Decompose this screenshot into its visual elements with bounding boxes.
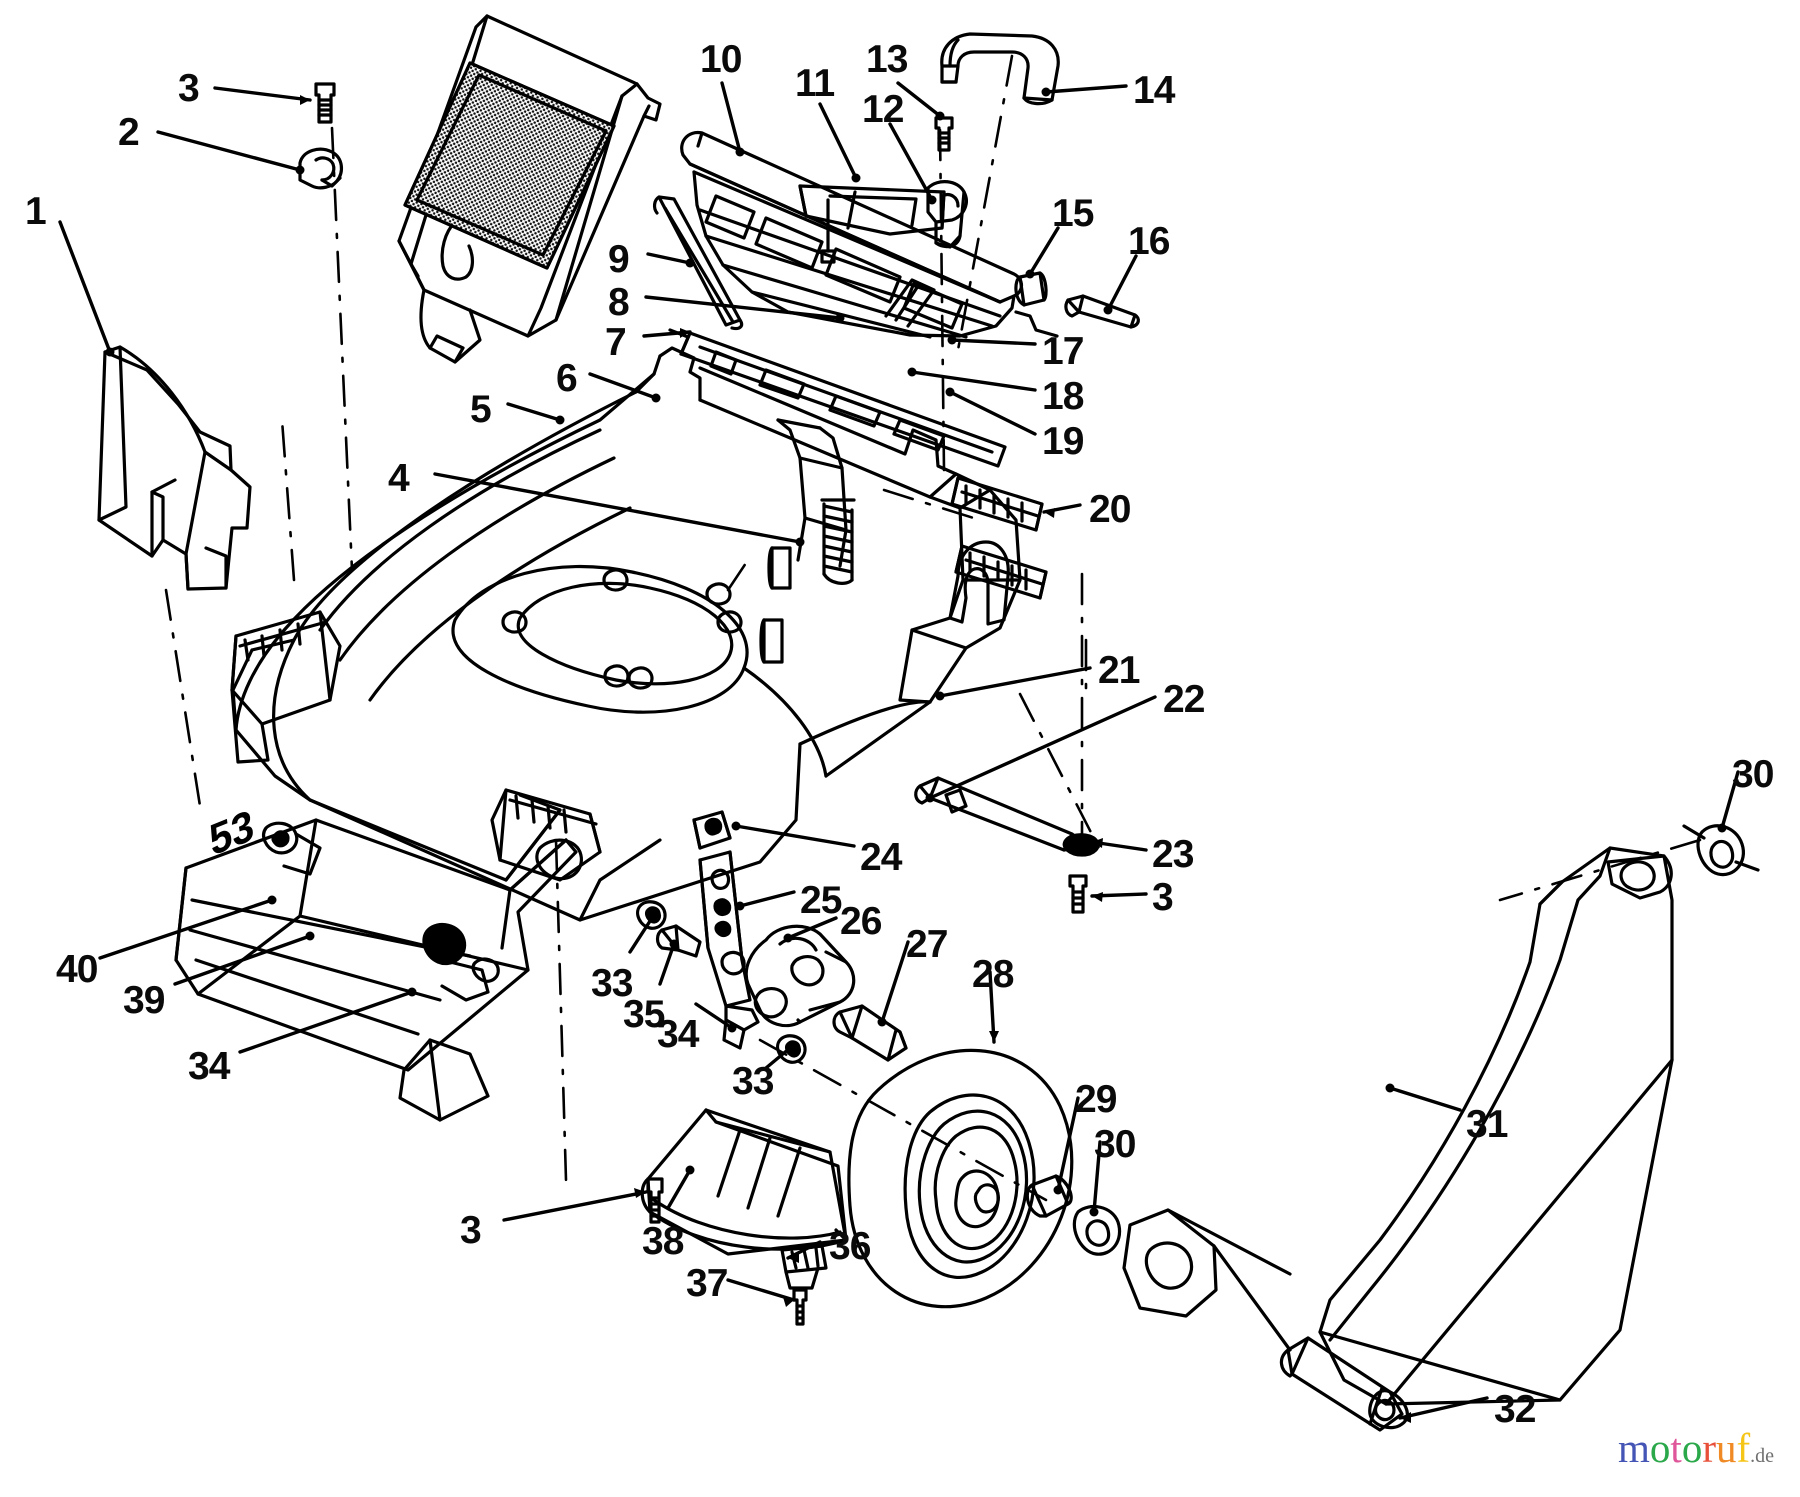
- part-side-chute-31: [1318, 846, 1674, 1406]
- callout-38: 38: [642, 1220, 684, 1263]
- watermark-letter-r: r: [1702, 1425, 1716, 1471]
- callout-14: 14: [1133, 69, 1175, 112]
- callout-2: 2: [118, 111, 140, 154]
- part-wheel-28: [847, 1048, 1074, 1309]
- watermark-letter-o1: o: [1649, 1425, 1671, 1471]
- part-rod-bracket: [1014, 310, 1059, 338]
- part-wheel-bracket-26: [744, 924, 856, 1028]
- callout-1: 1: [25, 190, 47, 233]
- assembly-axis-lines: [164, 54, 1702, 1202]
- callout-39: 39: [123, 979, 165, 1022]
- callout-6: 6: [556, 357, 578, 400]
- callout-4: 4: [388, 457, 410, 500]
- callout-7: 7: [605, 321, 627, 364]
- part-bracket-block-24: [692, 810, 732, 850]
- callout-19: 19: [1042, 420, 1084, 463]
- part-spacer-29: [1025, 1174, 1073, 1218]
- callout-24: 24: [860, 836, 902, 879]
- part-bumper-pad-lower: [954, 544, 1048, 600]
- callout-3-top: 3: [178, 67, 200, 110]
- part-plate-post: [820, 249, 836, 264]
- part-bag-frame-and-screw: [298, 82, 343, 190]
- callout-34-center: 34: [657, 1013, 699, 1056]
- callout-37: 37: [686, 1262, 728, 1305]
- part-bolt-3-right: [1068, 874, 1088, 914]
- callout-5: 5: [470, 388, 492, 431]
- part-chute-bracket-arm: [1122, 1208, 1292, 1352]
- leader-lines: [58, 81, 1740, 1423]
- part-deck-bumper-front: [490, 788, 602, 882]
- watermark-letter-f: f: [1736, 1425, 1751, 1471]
- part-rear-door-frame: [680, 130, 1024, 339]
- watermark-letter-u: u: [1715, 1425, 1737, 1471]
- callout-33-right: 33: [732, 1060, 774, 1103]
- watermark-suffix: .de: [1750, 1445, 1775, 1467]
- part-deck-bumper-left: [230, 610, 342, 764]
- part-bolt-3-center: [646, 1177, 664, 1224]
- watermark-letter-o2: o: [1681, 1425, 1703, 1471]
- part-deck-hinge-rod: [679, 331, 1007, 468]
- callout-3-right: 3: [1152, 876, 1174, 919]
- part-lever-arm-25: [698, 850, 760, 1032]
- watermark-letter-t: t: [1670, 1425, 1682, 1471]
- callout-30-right: 30: [1732, 753, 1774, 796]
- part-axle-bolt-27: [832, 1004, 908, 1062]
- callout-36: 36: [829, 1225, 871, 1268]
- callout-8: 8: [608, 281, 630, 324]
- callout-28: 28: [972, 953, 1014, 996]
- part-washer-30-left: [1072, 1204, 1122, 1256]
- callout-31: 31: [1466, 1103, 1508, 1146]
- part-pivot-knuckle: [926, 180, 968, 249]
- callout-3-bottom: 3: [460, 1209, 482, 1252]
- part-clevis-pin: [1064, 294, 1140, 329]
- callout-18: 18: [1042, 375, 1084, 418]
- callout-23: 23: [1152, 833, 1194, 876]
- callout-34-left: 34: [188, 1045, 230, 1088]
- callout-11: 11: [795, 62, 835, 105]
- callout-12: 12: [862, 88, 904, 131]
- callout-21: 21: [1098, 649, 1140, 692]
- part-rear-deflector-plate: [798, 184, 946, 236]
- callout-9: 9: [608, 238, 630, 281]
- callout-35: 35: [623, 993, 665, 1036]
- callout-15: 15: [1052, 192, 1094, 235]
- callout-22: 22: [1163, 678, 1205, 721]
- callout-29: 29: [1075, 1078, 1117, 1121]
- callout-27: 27: [906, 923, 948, 966]
- callout-40: 40: [56, 948, 98, 991]
- part-spring: [822, 502, 854, 585]
- watermark-motoruf: motoruf.de: [1618, 1428, 1774, 1477]
- part-rod-9: [652, 195, 744, 331]
- callout-32: 32: [1494, 1388, 1536, 1431]
- callout-30-left: 30: [1094, 1123, 1136, 1166]
- watermark-letter-m: m: [1618, 1425, 1650, 1471]
- callout-17: 17: [1042, 330, 1084, 373]
- callout-20: 20: [1089, 488, 1131, 531]
- callout-13: 13: [866, 38, 908, 81]
- part-bumper-20: [950, 476, 1044, 532]
- callout-10: 10: [700, 38, 742, 81]
- callout-26: 26: [840, 900, 882, 943]
- callout-16: 16: [1128, 220, 1170, 263]
- callout-25: 25: [800, 879, 842, 922]
- part-handle-bail: [940, 32, 1060, 106]
- part-bolt-34-center: [722, 1018, 746, 1050]
- part-chute-bolt-32: [1279, 1336, 1409, 1432]
- callout-33-left: 33: [591, 962, 633, 1005]
